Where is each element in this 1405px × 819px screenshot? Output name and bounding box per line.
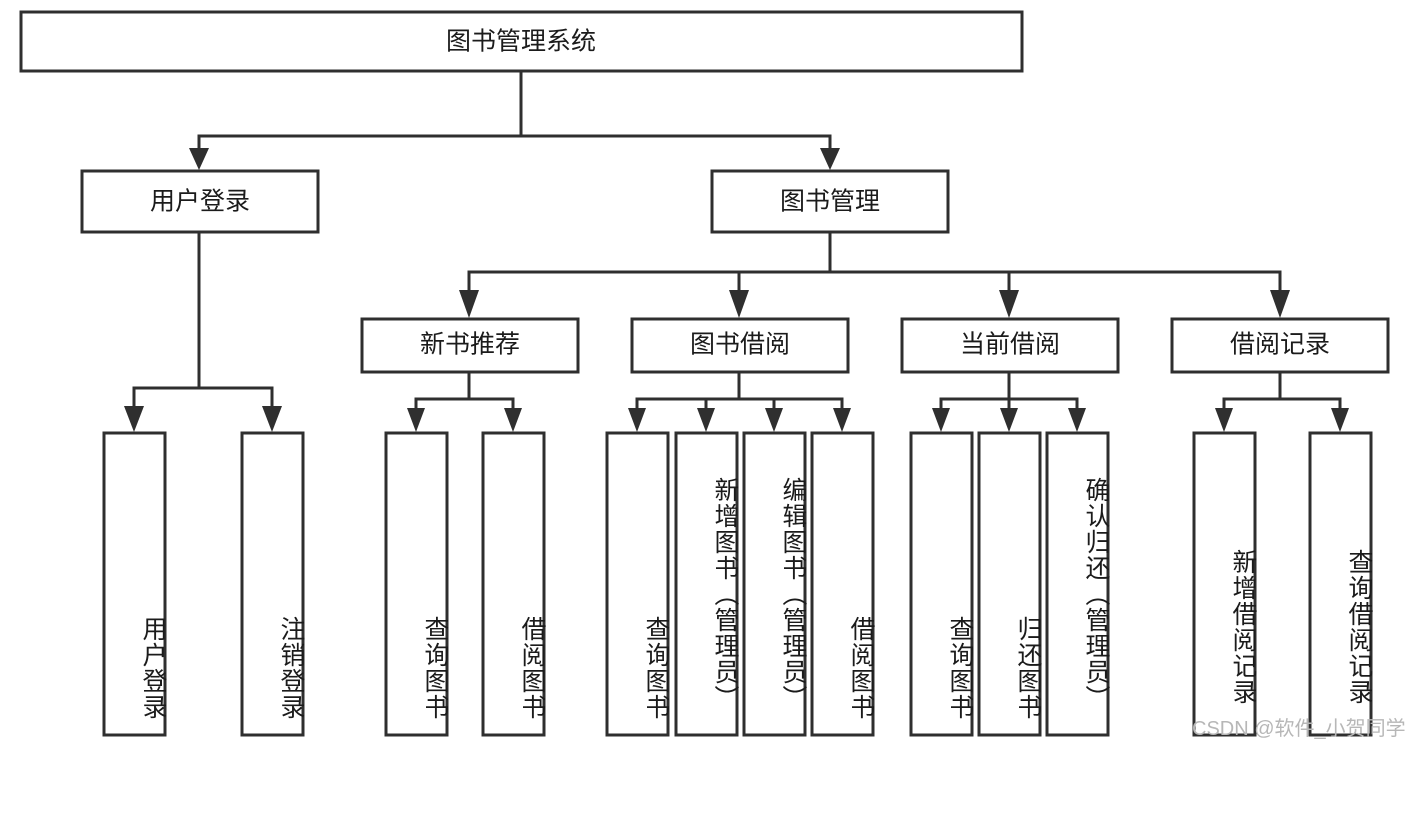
connector-newbook-to-leaves [407,370,522,432]
node-borrow-record[interactable] [1170,317,1390,374]
leaf-user-login-0[interactable] [102,431,167,737]
node-new-book-recommend[interactable] [360,317,580,374]
watermark-text: CSDN @软件_小贺同学 [1192,718,1405,740]
connector-userlogin-to-leaves [124,230,282,432]
leaf-new-book-1[interactable] [481,431,546,737]
leaf-user-login-1[interactable] [240,431,305,737]
leaf-current-borrow-2[interactable] [1045,431,1110,737]
leaf-book-borrow-1[interactable] [674,431,739,737]
node-book-borrow[interactable] [630,317,850,374]
leaf-current-borrow-0[interactable] [909,431,974,737]
node-new-book-recommend-label: 新书推荐 [420,331,520,359]
connector-bookmgmt-to-level3 [459,230,1290,318]
connector-currentborrow-to-leaves [932,370,1086,432]
connector-borrowrecord-to-leaves [1215,370,1349,432]
node-user-login-label: 用户登录 [150,188,250,216]
node-user-login[interactable] [80,169,320,234]
leaf-book-borrow-3[interactable] [810,431,875,737]
connector-bookborrow-to-leaves [628,370,851,432]
node-current-borrow[interactable] [900,317,1120,374]
node-book-borrow-label: 图书借阅 [690,331,790,359]
leaf-borrow-record-1[interactable] [1308,431,1373,737]
diagram-canvas: 图书管理系统 用户登录 图书管理 新书推荐 图书借阅 当前借阅 借阅记录 用户登… [19,10,1405,740]
leaf-book-borrow-2[interactable] [742,431,807,737]
leaf-book-borrow-0[interactable] [605,431,670,737]
node-root[interactable] [19,10,1024,73]
node-book-management[interactable] [710,169,950,234]
leaf-borrow-record-0[interactable] [1192,431,1257,737]
leaf-new-book-0[interactable] [384,431,449,737]
node-root-label: 图书管理系统 [446,28,596,56]
node-book-management-label: 图书管理 [780,188,880,216]
leaf-current-borrow-1[interactable] [977,431,1042,737]
node-current-borrow-label: 当前借阅 [960,331,1060,359]
connector-root-to-level2 [189,69,840,170]
node-borrow-record-label: 借阅记录 [1230,331,1330,359]
